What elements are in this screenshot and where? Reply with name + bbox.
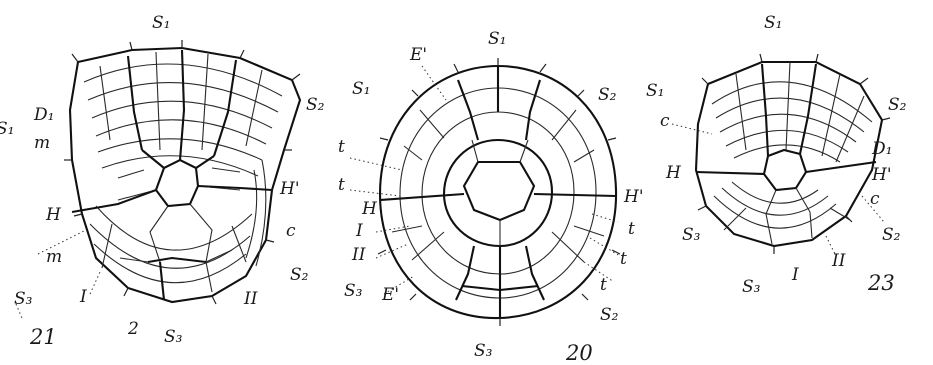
figure-21-label-m-lower: m bbox=[46, 247, 62, 267]
figure-21-label-s1-top: S₁ bbox=[152, 13, 170, 33]
figure-23-number: 23 bbox=[867, 271, 895, 295]
figure-21-label-two: 2 bbox=[127, 319, 139, 339]
figure-20-label-t-right-2: t bbox=[620, 249, 627, 269]
figure-23-label-c-lower: c bbox=[870, 189, 880, 209]
figure-21-cell-drawing bbox=[16, 40, 300, 318]
figure-20-label-t-right-1: t bbox=[628, 219, 635, 239]
figure-23-cell-drawing bbox=[672, 54, 890, 256]
figure-21-label-m-upper: m bbox=[34, 133, 50, 153]
figure-23-label-s1-left: S₁ bbox=[646, 81, 664, 101]
figure-23-label-d1: D₁ bbox=[871, 139, 892, 159]
figure-20-label-roman-2: II bbox=[351, 245, 366, 265]
figure-21-label-roman-1: I bbox=[79, 287, 87, 307]
figure-21-label-d1: D₁ bbox=[33, 105, 54, 125]
figure-21-label-s3-bottom: S₃ bbox=[164, 327, 183, 347]
figure-21-label-s2-lower: S₂ bbox=[290, 265, 309, 285]
figure-21-label-roman-2: II bbox=[243, 289, 258, 309]
figure-23-label-s1-top: S₁ bbox=[764, 13, 782, 33]
figure-20-label-s2-upper: S₂ bbox=[598, 85, 617, 105]
figure-20-label-roman-1: I bbox=[355, 221, 363, 241]
figure-23-label-c-upper: c bbox=[660, 111, 670, 131]
figure-20-label-s2-lower: S₂ bbox=[600, 305, 619, 325]
figure-21: S₁ S₁ D₁ m H m S₃ I 2 S₃ II H' c S₂ S₂ 2… bbox=[0, 13, 325, 349]
figure-20-label-h: H bbox=[361, 199, 378, 219]
figure-20-label-e-lower: E' bbox=[381, 285, 399, 305]
figure-21-label-c: c bbox=[286, 221, 296, 241]
figure-20-label-e-upper: E' bbox=[409, 45, 427, 65]
figure-23-label-s2-upper: S₂ bbox=[888, 95, 907, 115]
figure-20-label-h-prime: H' bbox=[623, 187, 644, 207]
figure-23-label-h-prime: H' bbox=[871, 165, 892, 185]
figure-23-label-s3-left: S₃ bbox=[682, 225, 701, 245]
figure-20-label-s1-top: S₁ bbox=[488, 29, 506, 49]
figure-20-label-s3-bottom: S₃ bbox=[474, 341, 493, 361]
figure-21-label-h-prime: H' bbox=[279, 179, 300, 199]
figure-20-label-t-left-1: t bbox=[338, 137, 345, 157]
figure-20-label-s3-left: S₃ bbox=[344, 281, 363, 301]
figure-21-label-h: H bbox=[45, 205, 62, 225]
figure-20-number: 20 bbox=[565, 341, 593, 365]
figure-23-label-roman-2: II bbox=[831, 251, 846, 271]
figure-23-label-roman-1: I bbox=[791, 265, 799, 285]
figure-20-label-t-left-2: t bbox=[338, 175, 345, 195]
figure-23-label-s2-lower: S₂ bbox=[882, 225, 901, 245]
figure-21-label-s3-left: S₃ bbox=[14, 289, 33, 309]
figure-23: S₁ S₁ c H S₃ S₃ I II S₂ D₁ H' c S₂ 23 bbox=[646, 13, 907, 297]
figure-20: S₁ E' S₁ t t H I II S₃ E' S₃ S₂ H' t t t… bbox=[338, 29, 644, 365]
figure-21-label-s1-left: S₁ bbox=[0, 119, 14, 139]
figure-20-label-t-right-3: t bbox=[600, 275, 607, 295]
figure-20-label-s1-left: S₁ bbox=[352, 79, 370, 99]
figure-23-label-h: H bbox=[665, 163, 682, 183]
figure-23-label-s3-bottom: S₃ bbox=[742, 277, 761, 297]
figure-21-number: 21 bbox=[29, 325, 57, 349]
figure-21-label-s2-upper: S₂ bbox=[306, 95, 325, 115]
